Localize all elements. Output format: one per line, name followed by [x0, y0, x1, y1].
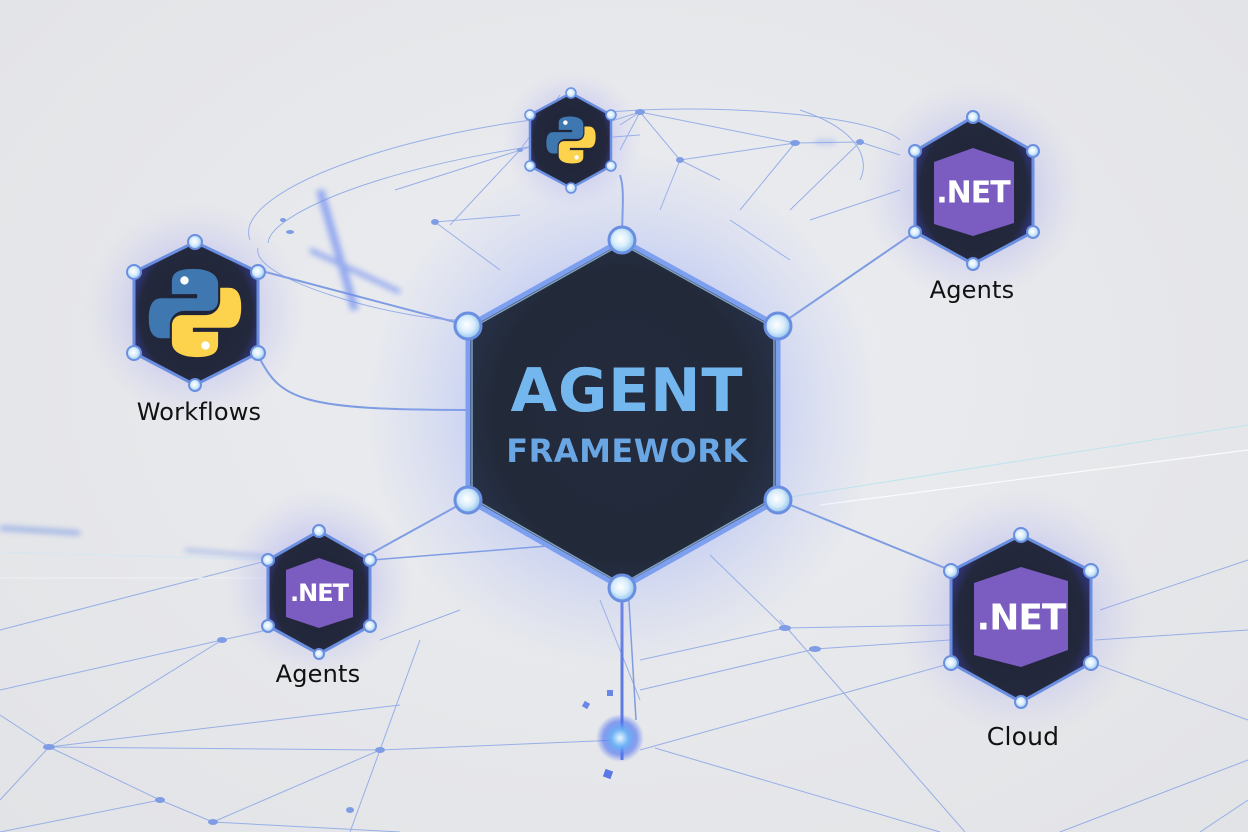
node-python-top	[524, 87, 617, 194]
node-connector-dots	[908, 110, 1040, 271]
hub-subtitle: FRAMEWORK	[506, 432, 748, 470]
node-connector-dots	[126, 234, 266, 392]
python-logo-icon	[546, 116, 596, 164]
node-dotnet-cloud	[943, 527, 1099, 709]
dotnet-logo-text: .NET	[936, 175, 1010, 211]
node-python-workflows	[126, 234, 266, 392]
dotnet-logo-text: .NET	[976, 597, 1067, 639]
node-connector-dots	[943, 527, 1099, 709]
python-logo-icon	[148, 268, 242, 358]
node-label-workflows: Workflows	[136, 398, 262, 426]
node-label-agents-bottom: Agents	[275, 660, 361, 688]
node-label-cloud: Cloud	[986, 722, 1060, 751]
background-network-nodes	[43, 109, 864, 825]
node-connector-dots	[261, 524, 377, 660]
dotnet-logo-icon	[286, 558, 353, 628]
node-connector-dots	[524, 87, 617, 194]
node-label-agents-top: Agents	[929, 276, 1015, 304]
agent-framework-hub	[453, 225, 793, 603]
dotnet-logo-text: .NET	[290, 579, 349, 607]
node-dotnet-agents-bottom-left	[261, 524, 377, 660]
signal-orb	[581, 690, 644, 780]
hub-title: AGENT	[471, 356, 783, 426]
dotnet-logo-icon	[974, 567, 1068, 667]
hub-connector-dots	[453, 225, 793, 603]
dotnet-logo-icon	[934, 148, 1014, 236]
node-dotnet-agents-top-right	[908, 110, 1040, 271]
